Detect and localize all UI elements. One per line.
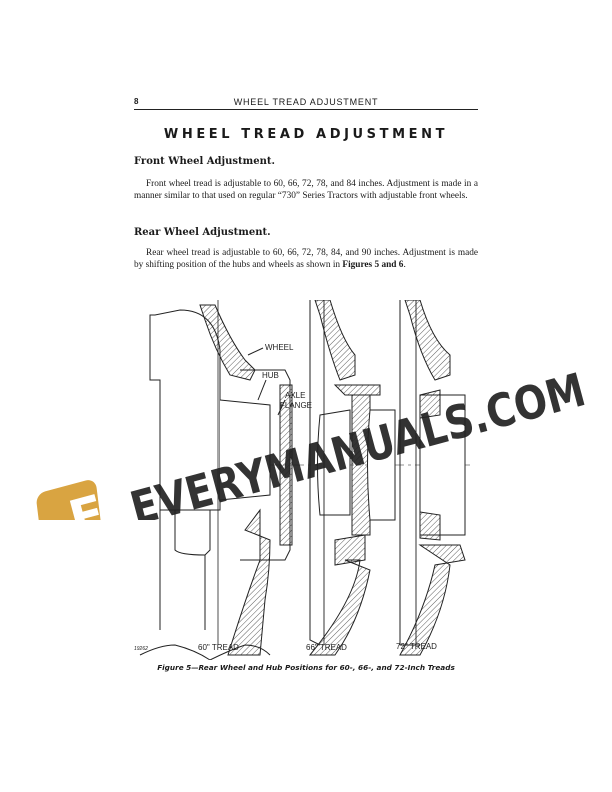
- negative-number: 19262: [134, 646, 148, 652]
- paragraph-rear-wheel: Rear wheel tread is adjustable to 60, 66…: [134, 247, 478, 271]
- label-axle: AXLE: [285, 391, 305, 400]
- watermark-logo: E: [36, 480, 111, 520]
- figure-reference: Figures 5 and 6: [342, 260, 404, 270]
- label-72-tread: 72" TREAD: [396, 642, 437, 651]
- watermark: E EVERYMANUALS.COM: [36, 362, 590, 520]
- label-flange: FLANGE: [280, 401, 312, 410]
- figure-5-diagram: WHEEL HUB AXLE FLANGE 19262 60" TREAD 66…: [134, 300, 470, 660]
- label-66-tread: 66" TREAD: [306, 643, 347, 652]
- paragraph-text: .: [403, 260, 406, 270]
- paragraph-text: Rear wheel tread is adjustable to 60, 66…: [134, 248, 478, 270]
- page-number: 8: [134, 97, 139, 106]
- running-header: 8 WHEEL TREAD ADJUSTMENT: [134, 97, 478, 110]
- wheel-66: [308, 300, 381, 656]
- wheel-72: [367, 300, 466, 656]
- wheel-60: [139, 304, 293, 660]
- running-title: WHEEL TREAD ADJUSTMENT: [233, 97, 379, 107]
- heading-front-wheel: Front Wheel Adjustment.: [134, 156, 275, 167]
- label-60-tread: 60" TREAD: [198, 643, 239, 652]
- page-title: WHEEL TREAD ADJUSTMENT: [163, 127, 449, 142]
- paragraph-front-wheel: Front wheel tread is adjustable to 60, 6…: [134, 179, 478, 201]
- label-hub: HUB: [262, 371, 279, 380]
- tractor-housing: [149, 309, 271, 630]
- figure-caption: Figure 5—Rear Wheel and Hub Positions fo…: [157, 663, 455, 672]
- label-wheel: WHEEL: [265, 343, 294, 352]
- heading-rear-wheel: Rear Wheel Adjustment.: [134, 227, 271, 238]
- watermark-text: EVERYMANUALS.COM: [125, 362, 590, 520]
